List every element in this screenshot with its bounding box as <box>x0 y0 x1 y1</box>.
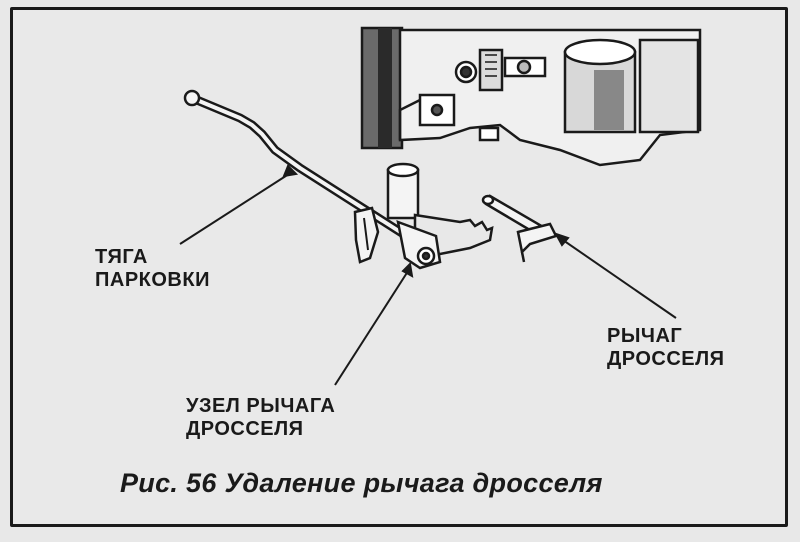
leader-throttle-lever <box>559 237 677 319</box>
transmission-housing <box>360 26 702 167</box>
label-throttle-lever-assembly: УЗЕЛ РЫЧАГА ДРОССЕЛЯ <box>186 395 335 441</box>
leader-throttle-assembly <box>334 267 411 386</box>
throttle-lever-assembly-drawing <box>353 162 494 270</box>
leader-lines <box>179 164 677 386</box>
label-parking-rod: ТЯГА ПАРКОВКИ <box>95 246 210 292</box>
figure-caption: Рис. 56 Удаление рычага дросселя <box>120 468 603 498</box>
arrowhead-throttle-assembly <box>401 261 414 278</box>
leader-parking-rod <box>179 171 293 245</box>
label-throttle-assembly-line2: ДРОССЕЛЯ <box>186 418 304 440</box>
label-parking-rod-line2: ПАРКОВКИ <box>95 269 210 291</box>
arrowhead-throttle-lever <box>553 232 570 247</box>
label-throttle-assembly-line1: УЗЕЛ РЫЧАГА <box>186 395 336 417</box>
label-parking-rod-line1: ТЯГА <box>95 246 148 268</box>
label-throttle-lever-line2: ДРОССЕЛЯ <box>607 348 725 370</box>
label-throttle-lever: РЫЧАГ ДРОССЕЛЯ <box>607 325 725 371</box>
throttle-lever-drawing <box>481 194 558 263</box>
label-throttle-lever-line1: РЫЧАГ <box>607 325 683 347</box>
parking-rod <box>183 89 410 240</box>
arrowhead-parking-rod <box>282 164 299 178</box>
